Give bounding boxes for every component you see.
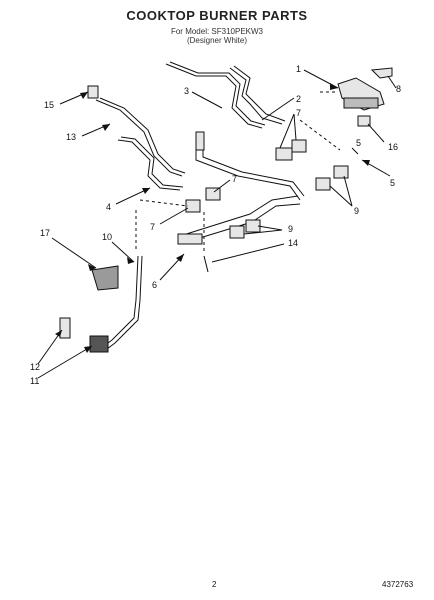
burner-rail-lower <box>179 203 301 245</box>
model-line: For Model: SF310PEKW3 <box>170 27 264 36</box>
valve-7-top <box>291 139 307 153</box>
leader-16 <box>367 123 385 143</box>
callout-17: 17 <box>40 228 50 238</box>
valve-9-right <box>315 177 331 191</box>
leader-9-right-2 <box>343 175 353 207</box>
gas-tube-2-inner <box>233 65 286 122</box>
manifold-pipe-inner <box>202 138 305 197</box>
manifold-bracket <box>195 131 205 151</box>
dashed-line-c <box>299 119 341 151</box>
leader-8 <box>387 75 397 89</box>
bracket-part-12 <box>59 317 71 339</box>
valve-7-left <box>185 199 201 213</box>
gas-tube-3-inner <box>169 61 266 126</box>
arrowhead-4 <box>142 188 150 194</box>
arrowhead-12 <box>55 330 62 337</box>
callout-12: 12 <box>30 362 40 372</box>
valve-9-right-2 <box>333 165 349 179</box>
leader-7-left <box>159 207 189 225</box>
screw-part-5 <box>351 147 359 155</box>
page-number: 2 <box>212 580 217 589</box>
callout-4: 4 <box>106 202 111 212</box>
callout-3: 3 <box>184 86 189 96</box>
gas-tube-4 <box>117 139 181 191</box>
callout-14: 14 <box>288 238 298 248</box>
valve-7-center <box>205 187 221 201</box>
manifold-pipe <box>195 140 301 201</box>
leader-10 <box>111 241 135 263</box>
leader-2 <box>261 97 295 121</box>
gas-tube-13-inner <box>99 97 186 174</box>
clip-part-16 <box>357 115 371 127</box>
leader-17 <box>51 237 97 269</box>
callout-5-upper: 5 <box>356 138 361 148</box>
leader-9-center <box>257 225 283 231</box>
arrowhead-11 <box>84 346 92 353</box>
assembly-dashed-lines <box>135 91 341 252</box>
gas-tube-13 <box>95 99 183 177</box>
fitting-part-15 <box>87 85 99 99</box>
gas-tube-4-inner <box>120 136 184 188</box>
gas-tube-3 <box>165 63 263 129</box>
leader-11 <box>37 345 93 379</box>
screw-part-14 <box>203 255 209 273</box>
callout-7-left: 7 <box>150 222 155 232</box>
leader-7-top <box>293 113 297 141</box>
valve-group <box>185 139 349 239</box>
arrowhead-13 <box>102 124 110 131</box>
valve-9-center-2 <box>245 219 261 233</box>
leader-9-right <box>329 185 353 207</box>
dashed-line-d <box>139 199 189 207</box>
arrowheads <box>55 83 370 353</box>
callout-7-top: 7 <box>296 108 301 118</box>
callout-1: 1 <box>296 64 301 74</box>
wire-part-10-inner <box>106 255 143 350</box>
bracket-part-8 <box>370 67 393 79</box>
callout-6: 6 <box>152 280 157 290</box>
callout-16: 16 <box>388 142 398 152</box>
arrowhead-5 <box>362 160 370 166</box>
callout-8: 8 <box>396 84 401 94</box>
document-number: 4372763 <box>382 580 414 589</box>
leader-7-top-2 <box>279 113 295 149</box>
arrowhead-17 <box>88 264 96 271</box>
callout-10: 10 <box>102 232 112 242</box>
arrowhead-1 <box>330 83 338 90</box>
arrowhead-15 <box>80 92 88 99</box>
callout-labels: 1 8 3 2 15 7 13 16 5 5 7 4 9 7 9 17 10 1… <box>30 64 401 386</box>
callout-7-mid: 7 <box>232 174 237 184</box>
gas-tube-2 <box>229 67 283 125</box>
parts-drawing <box>37 61 397 379</box>
callout-2: 2 <box>296 94 301 104</box>
callout-9-right: 9 <box>354 206 359 216</box>
rail-bracket <box>177 233 203 245</box>
shield-part-17 <box>91 265 119 291</box>
page-title: COOKTOP BURNER PARTS <box>126 8 308 23</box>
arrowhead-6 <box>176 254 184 262</box>
burner-rail <box>179 195 299 237</box>
arrowhead-10 <box>127 257 134 264</box>
leader-3 <box>191 91 223 109</box>
wire-part-10 <box>103 255 139 347</box>
valve-upper-right <box>275 147 293 161</box>
igniter-part-11 <box>89 335 109 353</box>
callout-15: 15 <box>44 100 54 110</box>
callout-11: 11 <box>30 376 39 386</box>
valve-9-center <box>229 225 245 239</box>
callout-9-center: 9 <box>288 224 293 234</box>
burner-part-1-base <box>343 97 379 109</box>
callout-5: 5 <box>390 178 395 188</box>
color-line: (Designer White) <box>186 36 247 45</box>
leader-7-mid <box>213 179 231 193</box>
leader-14 <box>211 243 285 263</box>
callout-13: 13 <box>66 132 76 142</box>
leader-9-center-2 <box>243 229 283 235</box>
